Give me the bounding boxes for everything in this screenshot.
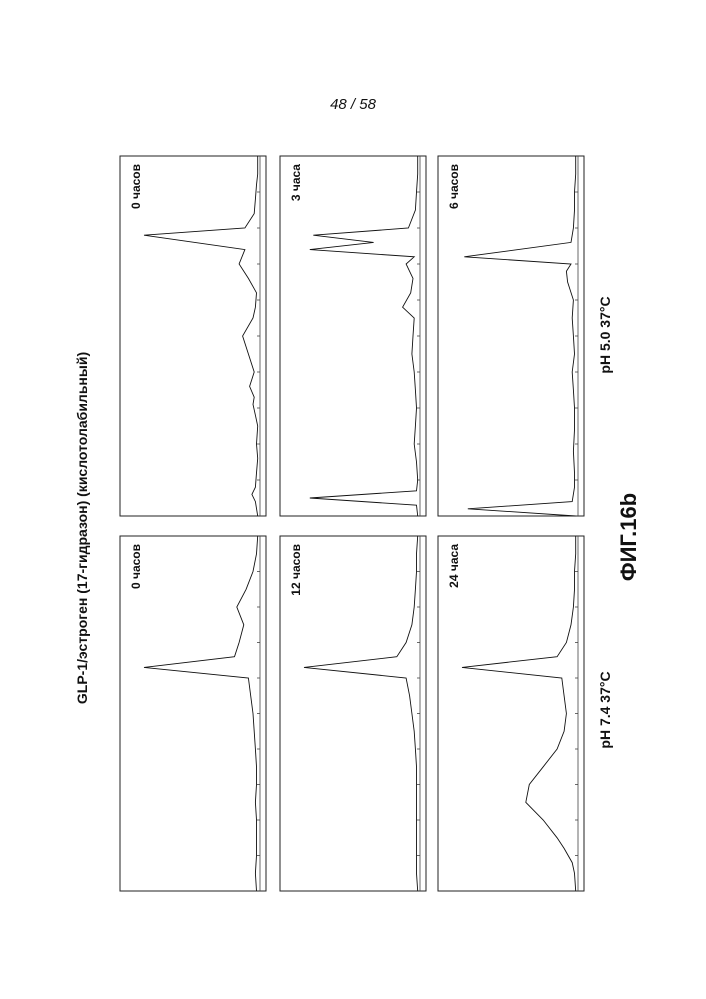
panel-title: 24 часа [447, 544, 461, 588]
chromatogram-panel: 12 часов [280, 536, 426, 891]
panel-frame [438, 536, 584, 891]
chromatogram-trace [310, 156, 418, 516]
chromatogram-panel: 24 часа [438, 536, 584, 891]
chromatogram-panel: 0 часов [120, 536, 266, 891]
panel-title: 3 часа [289, 164, 303, 201]
chromatogram-trace [462, 536, 576, 891]
condition-label-ph74: pH 7.4 37°C [597, 671, 613, 748]
panel-title: 0 часов [129, 544, 143, 589]
panel-frame [280, 156, 426, 516]
chromatogram-trace [144, 536, 258, 891]
panel-title: 12 часов [289, 544, 303, 596]
figure-caption: ФИГ.16b [616, 493, 641, 581]
chromatogram-trace [464, 156, 575, 516]
chromatogram-panel: 6 часов [438, 156, 584, 516]
panel-title: 0 часов [129, 164, 143, 209]
chromatogram-trace [304, 536, 418, 891]
chromatogram-panel: 3 часа [280, 156, 426, 516]
figure-title: GLP-1/эстроген (17-гидразон) (кислотолаб… [74, 352, 90, 704]
panel-title: 6 часов [447, 164, 461, 209]
condition-label-ph50: pH 5.0 37°C [597, 296, 613, 373]
chromatogram-panel: 0 часов [120, 156, 266, 516]
chromatogram-trace [144, 156, 258, 516]
